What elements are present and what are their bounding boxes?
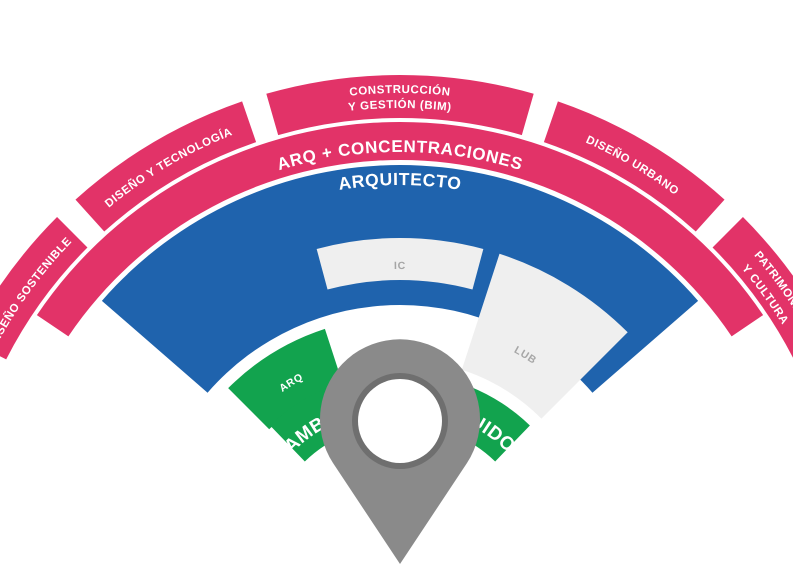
outer-concentration-ring (0, 75, 793, 360)
segment-diseno-sostenible[interactable] (0, 217, 88, 360)
segment-lub[interactable] (461, 253, 628, 419)
label-ic: IC (394, 260, 406, 272)
band-arq-concentraciones[interactable] (36, 121, 764, 337)
label-construccion-line2: Y GESTIÓN (BIM) (348, 98, 453, 114)
segment-ic[interactable] (316, 237, 484, 290)
segment-construccion-y-gestion[interactable] (266, 75, 534, 136)
label-construccion-line1: CONSTRUCCIÓN (349, 84, 451, 99)
segment-patrimonio-y-cultura[interactable] (712, 217, 793, 359)
segment-diseno-y-tecnologia[interactable] (75, 101, 257, 232)
location-pin-icon (320, 339, 480, 564)
segment-diseno-urbano[interactable] (543, 101, 725, 232)
segment-arq[interactable] (228, 328, 343, 430)
